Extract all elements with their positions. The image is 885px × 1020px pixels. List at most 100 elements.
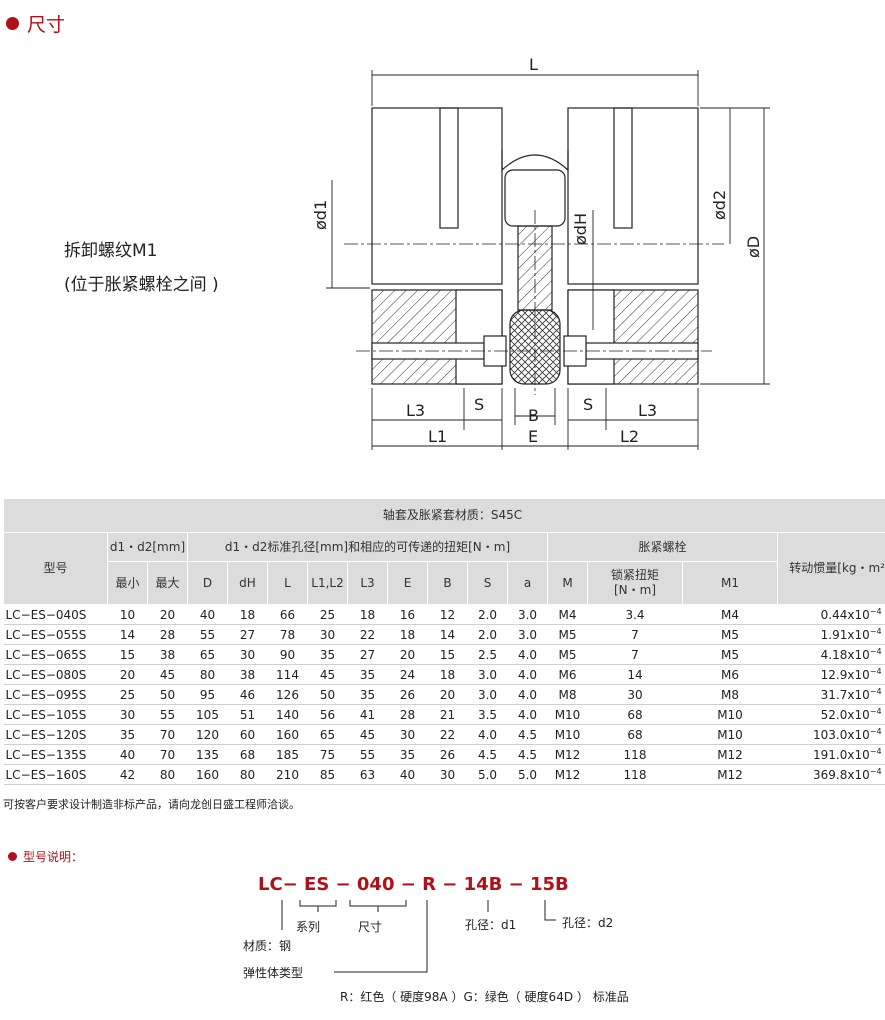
cell-d: 65 xyxy=(187,644,228,665)
cell-d: 105 xyxy=(187,704,228,725)
cell-e: 16 xyxy=(387,604,428,625)
inertia-mantissa: 4.18x10 xyxy=(820,648,870,662)
cell-dh: 38 xyxy=(227,664,268,685)
cell-model: LC−ES−095S xyxy=(3,684,108,705)
dim-L1: L1 xyxy=(428,427,447,446)
cell-e: 40 xyxy=(387,764,428,785)
cell-dh: 68 xyxy=(227,744,268,765)
cell-torque: 118 xyxy=(587,744,683,765)
cell-model: LC−ES−135S xyxy=(3,744,108,765)
dim-S-right: S xyxy=(583,395,593,414)
cell-l3: 22 xyxy=(347,624,388,645)
inertia-mantissa: 52.0x10 xyxy=(820,708,870,722)
cell-torque: 68 xyxy=(587,704,683,725)
cell-b: 15 xyxy=(427,644,468,665)
label-elastomer: 弹性体类型 xyxy=(243,966,304,980)
cell-inertia: 52.0x10−4 xyxy=(777,704,885,725)
cell-l1l2: 56 xyxy=(307,704,348,725)
cell-l1l2: 65 xyxy=(307,724,348,745)
cell-m: M12 xyxy=(547,744,588,765)
cell-l1l2: 45 xyxy=(307,664,348,685)
cell-max: 50 xyxy=(147,684,188,705)
inertia-mantissa: 1.91x10 xyxy=(820,628,870,642)
cell-l3: 55 xyxy=(347,744,388,765)
cell-m: M12 xyxy=(547,764,588,785)
col-D: D xyxy=(187,561,228,605)
cell-e: 18 xyxy=(387,624,428,645)
cell-l1l2: 35 xyxy=(307,644,348,665)
inertia-exponent: −4 xyxy=(869,727,882,736)
inertia-mantissa: 12.9x10 xyxy=(820,668,870,682)
cell-max: 70 xyxy=(147,724,188,745)
col-L1L2: L1,L2 xyxy=(307,561,348,605)
removal-thread-location: (位于胀紧螺栓之间 ) xyxy=(64,275,219,295)
col-max: 最大 xyxy=(147,561,188,605)
label-material: 材质：钢 xyxy=(243,939,292,953)
cell-m: M10 xyxy=(547,704,588,725)
left-hub-slot xyxy=(439,107,459,229)
cell-min: 35 xyxy=(107,724,148,745)
col-M1: M1 xyxy=(682,561,778,605)
cell-min: 25 xyxy=(107,684,148,705)
cell-m1: M5 xyxy=(682,624,778,645)
dim-L3-left: L3 xyxy=(406,401,425,420)
cell-a: 4.0 xyxy=(507,684,548,705)
inertia-mantissa: 0.44x10 xyxy=(820,608,870,622)
cell-max: 80 xyxy=(147,764,188,785)
cell-m: M10 xyxy=(547,724,588,745)
cell-model: LC−ES−105S xyxy=(3,704,108,725)
cell-m: M8 xyxy=(547,684,588,705)
label-bore-d2: 孔径：d2 xyxy=(562,916,614,930)
cell-d: 40 xyxy=(187,604,228,625)
dim-d1: ød1 xyxy=(311,200,330,230)
cell-torque: 7 xyxy=(587,624,683,645)
inertia-exponent: −4 xyxy=(869,747,882,756)
cell-dh: 18 xyxy=(227,604,268,625)
cell-dh: 46 xyxy=(227,684,268,705)
left-hub-upper xyxy=(371,107,503,285)
cell-m1: M8 xyxy=(682,684,778,705)
cell-m1: M12 xyxy=(682,744,778,765)
col-B: B xyxy=(427,561,468,605)
dim-B: B xyxy=(528,406,539,425)
col-model: 型号 xyxy=(3,532,108,605)
cell-inertia: 103.0x10−4 xyxy=(777,724,885,745)
cell-l3: 63 xyxy=(347,764,388,785)
cell-m1: M5 xyxy=(682,644,778,665)
cell-l: 90 xyxy=(267,644,308,665)
cell-s: 4.0 xyxy=(467,724,508,745)
cell-b: 30 xyxy=(427,764,468,785)
cell-inertia: 0.44x10−4 xyxy=(777,604,885,625)
right-hub-slot xyxy=(613,107,633,229)
cell-inertia: 191.0x10−4 xyxy=(777,744,885,765)
inertia-mantissa: 369.8x10 xyxy=(813,768,870,782)
model-section-title: 型号说明： xyxy=(8,848,83,865)
material-header: 轴套及胀紧套材质：S45C xyxy=(2,498,885,533)
inertia-exponent: −4 xyxy=(869,627,882,636)
cell-d: 135 xyxy=(187,744,228,765)
cell-s: 2.0 xyxy=(467,604,508,625)
cell-b: 22 xyxy=(427,724,468,745)
cell-model: LC−ES−065S xyxy=(3,644,108,665)
inertia-mantissa: 31.7x10 xyxy=(820,688,870,702)
cell-m: M5 xyxy=(547,624,588,645)
cell-l1l2: 50 xyxy=(307,684,348,705)
cell-s: 3.0 xyxy=(467,664,508,685)
inertia-mantissa: 103.0x10 xyxy=(813,728,870,742)
cell-min: 40 xyxy=(107,744,148,765)
dim-dH: ødH xyxy=(571,213,590,245)
cell-l: 66 xyxy=(267,604,308,625)
cell-l1l2: 85 xyxy=(307,764,348,785)
cell-e: 20 xyxy=(387,644,428,665)
cell-s: 4.5 xyxy=(467,744,508,765)
cell-d: 55 xyxy=(187,624,228,645)
cell-min: 14 xyxy=(107,624,148,645)
col-L: L xyxy=(267,561,308,605)
cell-m1: M10 xyxy=(682,724,778,745)
cell-max: 55 xyxy=(147,704,188,725)
